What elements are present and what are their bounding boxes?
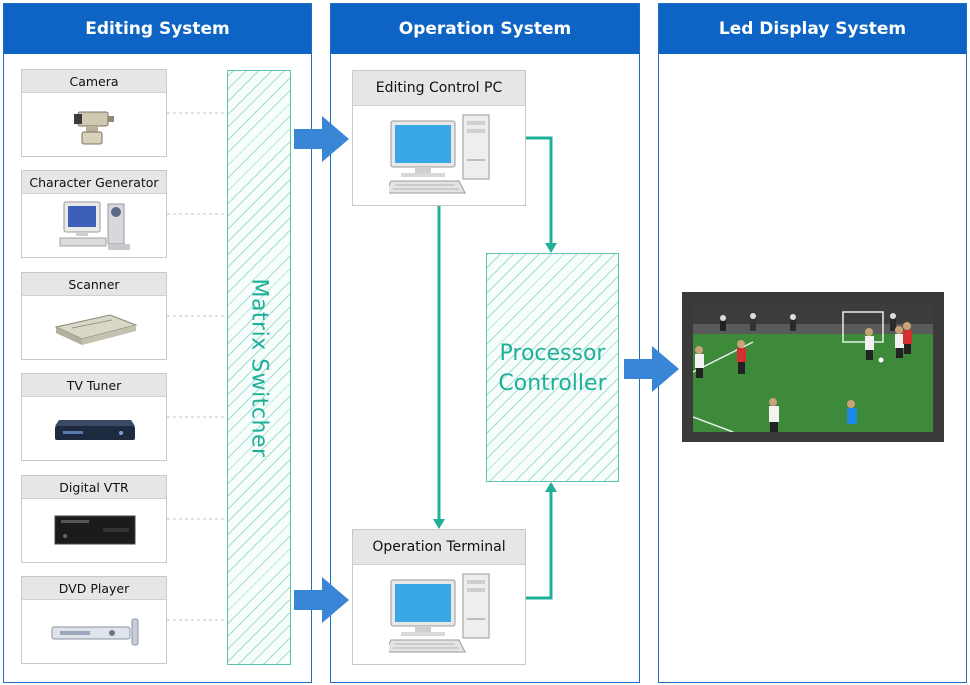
device-label: Scanner [22,273,166,296]
device-card-character-generator: Character Generator [21,170,167,258]
arrow-to-led-display [624,346,679,392]
device-card-digital-vtr: Digital VTR [21,475,167,563]
device-card-scanner: Scanner [21,272,167,360]
desktop-pc-icon [389,573,490,653]
device-label: Digital VTR [22,476,166,499]
device-card-camera: Camera [21,69,167,157]
processor-controller-label: Processor Controller [487,339,618,399]
device-label: Camera [22,70,166,93]
device-label: DVD Player [22,577,166,600]
soccer-match-display-image [693,302,933,432]
panel-title-editing: Editing System [4,4,311,54]
arrow-to-operation-terminal [294,577,349,623]
arrow-to-editing-pc [294,116,349,162]
panel-title-led: Led Display System [659,4,966,54]
led-display-screen [682,292,944,442]
vtr-deck-icon [54,515,136,545]
tv-tuner-icon [55,420,135,440]
operation-terminal-card: Operation Terminal [352,529,526,665]
desktop-pc-icon [389,114,490,194]
processor-label-line1: Processor [499,341,606,366]
camera-icon [74,111,114,145]
operation-terminal-label: Operation Terminal [353,530,525,565]
device-label: TV Tuner [22,374,166,397]
device-card-tv-tuner: TV Tuner [21,373,167,461]
panel-title-operation: Operation System [331,4,639,54]
matrix-switcher: Matrix Switcher [227,70,291,665]
editing-control-pc-card: Editing Control PC [352,70,526,206]
processor-label-line2: Controller [498,371,607,396]
device-label: Character Generator [22,171,166,194]
computer-workstation-icon [59,201,130,250]
processor-controller: Processor Controller [486,253,619,482]
scanner-icon [54,314,138,345]
editing-control-pc-label: Editing Control PC [353,71,525,106]
dvd-player-icon [51,618,139,646]
device-card-dvd-player: DVD Player [21,576,167,664]
